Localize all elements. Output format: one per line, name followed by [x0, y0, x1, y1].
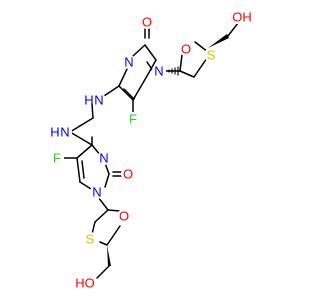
- atom-h-bottom: H: [50, 125, 59, 140]
- atom-oh-top: OH: [232, 10, 252, 25]
- atom-h-top: H: [84, 93, 93, 108]
- molecule-structure: O N N O S OH N H F N H F N O N O S HO: [50, 10, 252, 291]
- atom-n-top-a: N: [124, 55, 133, 70]
- atom-ring-o-bottom: O: [119, 209, 129, 224]
- atom-n-bot-b: N: [92, 185, 101, 200]
- bond-nh-ch2: [91, 103, 94, 119]
- atom-f-bottom: F: [53, 151, 61, 166]
- atom-s-bottom: S: [86, 232, 95, 247]
- atom-n-bot-a: N: [99, 151, 108, 166]
- top-stereo-hash: [168, 66, 179, 76]
- atom-labels: O N N O S OH N H F N H F N O N O S HO: [50, 10, 252, 291]
- bottom-stereo-wedge: [107, 245, 111, 266]
- atom-oh-bottom: HO: [75, 276, 95, 291]
- bond-ch2-oh-bottom: [96, 265, 110, 279]
- top-cytosine-ring: [118, 44, 157, 101]
- bottom-cytosine-ring: [76, 136, 110, 190]
- bond-ch2-nh: [69, 117, 94, 133]
- atom-f-top: F: [129, 112, 137, 127]
- bond-c-nh-top: [103, 85, 120, 97]
- atom-oxo-top: O: [142, 15, 152, 30]
- atom-nh-top: N: [94, 93, 103, 108]
- bond-nh-ring-bottom: [69, 131, 93, 146]
- atom-n-top-b: N: [154, 64, 163, 79]
- atom-nh-bottom: N: [60, 125, 69, 140]
- bond-ch2-oh-top: [227, 22, 239, 37]
- atom-ring-o-top: O: [181, 42, 191, 57]
- top-stereo-wedge: [208, 34, 229, 48]
- atom-s-top: S: [207, 48, 216, 63]
- bottom-oxathiolane-ring: [91, 209, 121, 246]
- bond-n-c1-bottom: [97, 196, 109, 211]
- atom-oxo-bottom: O: [123, 167, 133, 182]
